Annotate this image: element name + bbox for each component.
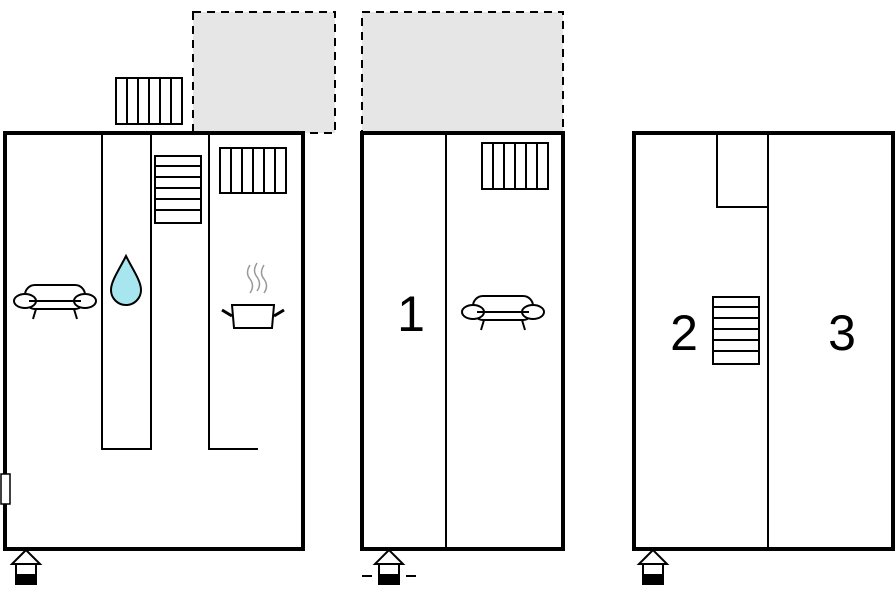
radiator-icon: [481, 142, 549, 190]
entrance-arrow-icon: [362, 549, 416, 585]
cooking-pot-icon: [221, 262, 285, 329]
floor-middle-outline: [360, 131, 565, 551]
entrance-arrow-icon: [11, 549, 41, 585]
water-drop-icon: [109, 253, 143, 306]
terrace-middle: [361, 11, 564, 134]
floor-right-outline: [632, 131, 895, 551]
floor-left-outline: [3, 131, 305, 551]
bathroom-wall: [101, 132, 152, 450]
stairs-icon: [712, 296, 760, 365]
entrance-arrow-icon: [638, 549, 668, 585]
terrace-left: [192, 11, 336, 134]
radiator-icon: [219, 147, 287, 194]
side-door: [0, 473, 11, 505]
stairs-icon: [154, 155, 202, 224]
room-number-3: 3: [828, 305, 856, 361]
radiator-icon: [115, 77, 183, 125]
room-number-2: 2: [670, 305, 698, 361]
closet-wall: [716, 133, 768, 208]
room-number-1: 1: [397, 286, 425, 342]
kitchen-wall: [208, 133, 258, 450]
